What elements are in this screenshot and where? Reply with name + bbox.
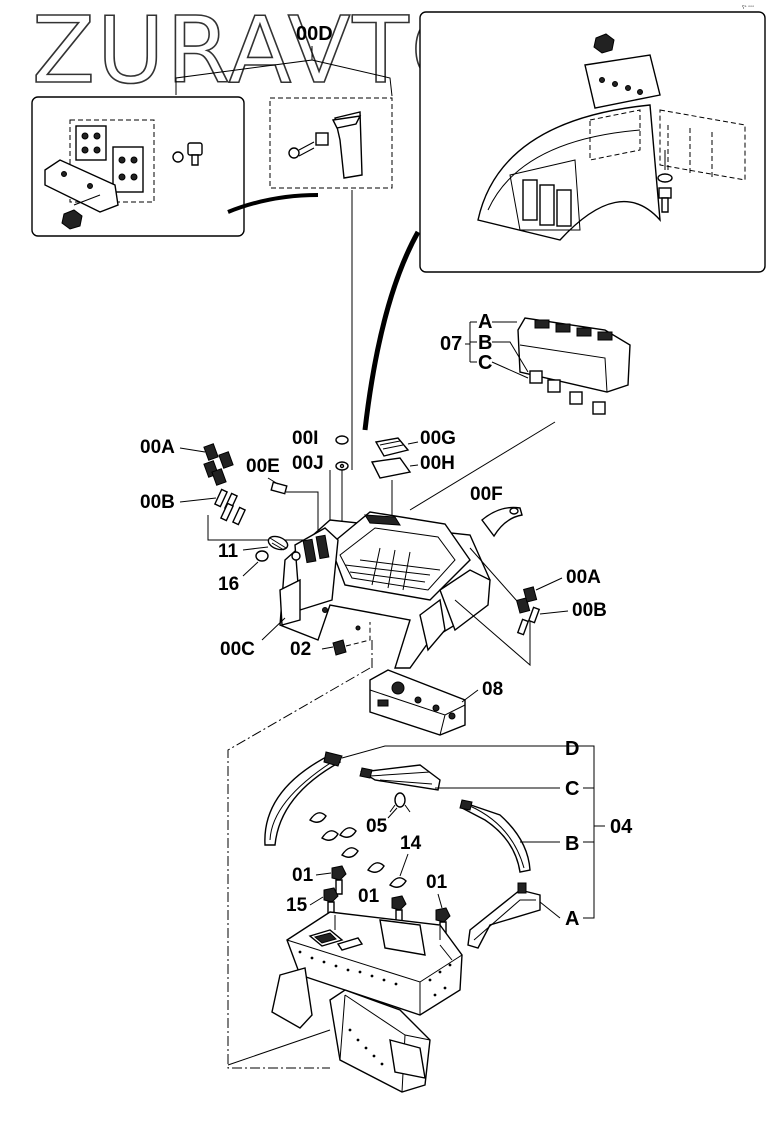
label-00A-right: 00A — [566, 567, 601, 588]
part-00F — [481, 506, 523, 538]
label-07-B: B — [478, 332, 492, 354]
label-00I: 00I — [292, 428, 318, 449]
part-11 — [267, 535, 289, 551]
label-00J: 00J — [292, 453, 324, 474]
part-00I — [335, 435, 349, 445]
label-02: 02 — [290, 639, 311, 660]
label-15: 15 — [286, 895, 308, 916]
label-05: 05 — [366, 816, 388, 837]
part-00B-right — [516, 606, 541, 636]
inset-detail-left — [31, 96, 245, 237]
part-16 — [255, 550, 269, 562]
part-05 — [389, 792, 411, 813]
label-00B-right: 00B — [572, 600, 607, 621]
part-08-bracket — [369, 669, 466, 736]
label-16: 16 — [218, 574, 239, 595]
inset-detail-right — [419, 11, 766, 273]
label-00F: 00F — [470, 484, 503, 505]
label-04-D: D — [565, 738, 579, 760]
label-04-B: B — [565, 833, 579, 855]
label-07-C: C — [478, 352, 492, 374]
label-00C: 00C — [220, 639, 255, 660]
label-00B-left: 00B — [140, 492, 175, 513]
label-01-a: 01 — [292, 865, 314, 886]
leader-curve-left — [227, 193, 319, 214]
corner-mark: ʕᵃ ᵒᵒᵒ — [742, 5, 754, 11]
label-11: 11 — [218, 541, 239, 562]
leader-curve-right — [362, 230, 421, 431]
label-00D: 00D — [296, 23, 333, 45]
label-07: 07 — [440, 333, 462, 355]
part-11-ring — [291, 551, 301, 561]
label-01-b: 01 — [358, 886, 380, 907]
part-14-ties — [309, 812, 407, 888]
label-07-A: A — [478, 311, 492, 333]
label-00A-left: 00A — [140, 437, 175, 458]
part-01-bolt-a — [331, 865, 347, 895]
part-00A-left — [203, 443, 234, 486]
part-04-B — [459, 799, 531, 873]
part-04-A — [467, 882, 541, 949]
label-04-C: C — [565, 778, 579, 800]
part-00E — [270, 481, 288, 495]
part-02 — [321, 639, 347, 656]
label-04: 04 — [610, 816, 633, 838]
part-floor-frame — [271, 911, 463, 1093]
part-00B-left — [213, 488, 247, 526]
label-08: 08 — [482, 679, 503, 700]
inset-detail-00D — [269, 97, 393, 189]
label-00E: 00E — [246, 456, 280, 477]
part-console-main — [279, 511, 491, 669]
part-00A-right — [516, 586, 538, 614]
label-04-A: A — [565, 908, 579, 930]
label-01-c: 01 — [426, 872, 448, 893]
label-00G: 00G — [420, 428, 456, 449]
label-14: 14 — [400, 833, 422, 854]
part-04-D — [264, 751, 343, 846]
part-00H — [370, 457, 412, 479]
part-04-C — [359, 764, 441, 791]
part-07-switch-panel — [491, 317, 631, 415]
label-00H: 00H — [420, 453, 455, 474]
